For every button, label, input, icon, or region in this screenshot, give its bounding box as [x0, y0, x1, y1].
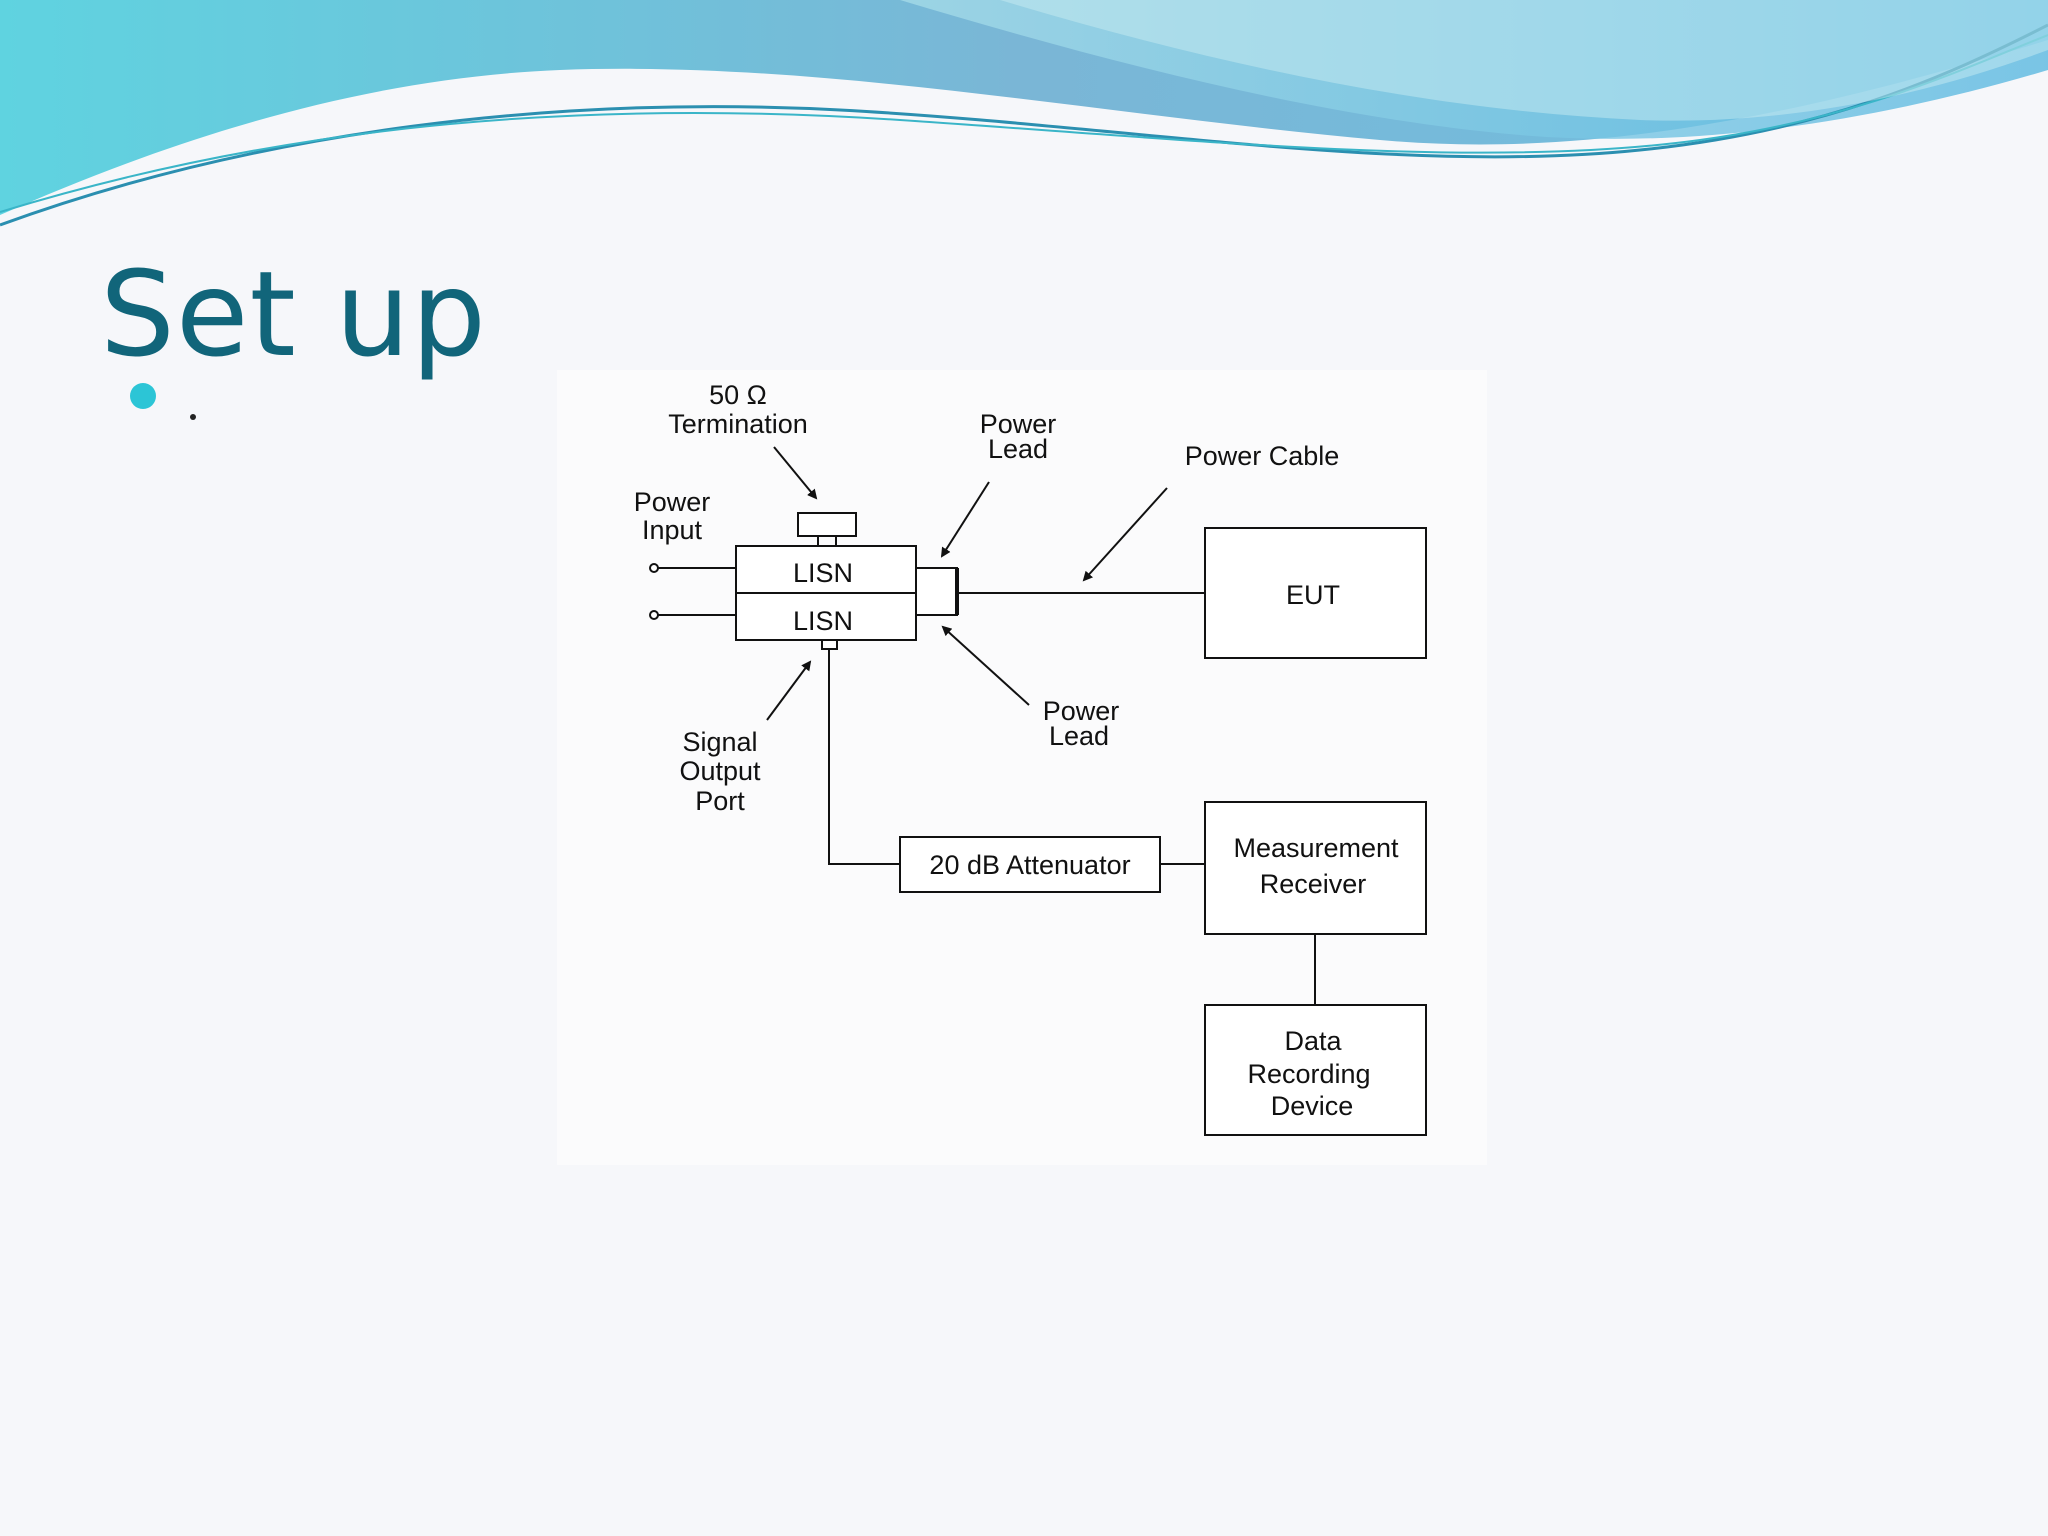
termination-arrow: [773, 446, 818, 500]
lisn-block-bottom: [735, 592, 917, 641]
eut-block: [1204, 527, 1427, 659]
power-cable-label: Power Cable: [1185, 441, 1340, 471]
measurement-receiver-block: [1204, 801, 1427, 935]
bullet-item: [188, 396, 200, 420]
power-cable-arrow: [1082, 487, 1168, 582]
termination-block: [797, 512, 857, 537]
signal-output-label-line2: Output: [679, 756, 761, 786]
power-input-terminal-bottom: [649, 610, 659, 620]
eut-label: EUT: [1286, 580, 1340, 610]
signal-output-label-line1: Signal: [682, 727, 757, 757]
lisn-bottom-label: LISN: [793, 606, 853, 636]
bullet-marker: [130, 383, 156, 409]
data-recording-device-block: [1204, 1004, 1427, 1136]
slide-title: Set up: [100, 245, 487, 383]
signal-output-connector: [821, 639, 838, 650]
diagram-canvas: 50 Ω Termination Power Input LISN LISN P…: [634, 380, 1427, 1136]
recorder-label-line1: Data: [1284, 1026, 1342, 1056]
recorder-label-line3: Device: [1271, 1091, 1354, 1121]
recorder-label-line2: Recording: [1247, 1059, 1370, 1089]
power-lead-junction: [915, 567, 957, 616]
signal-output-label-line3: Port: [695, 786, 745, 816]
receiver-label-line2: Receiver: [1260, 869, 1367, 899]
power-lead-top-label-line1: Power: [980, 409, 1057, 439]
attenuator-label: 20 dB Attenuator: [929, 850, 1130, 880]
receiver-label-line1: Measurement: [1233, 833, 1399, 863]
lisn-top-label: LISN: [793, 558, 853, 588]
signal-output-arrow: [766, 660, 812, 721]
power-lead-bottom-label-line1: Power: [1043, 696, 1120, 726]
emc-test-setup-diagram: 50 Ω Termination Power Input LISN LISN P…: [557, 370, 1487, 1165]
termination-label-line2: Termination: [668, 409, 808, 439]
power-lead-bottom-label-line2: Lead: [1049, 721, 1109, 751]
power-input-label-line2: Input: [642, 515, 703, 545]
power-input-label-line1: Power: [634, 487, 711, 517]
power-lead-top-arrow: [940, 481, 990, 558]
termination-label-line1: 50 Ω: [709, 380, 767, 410]
power-lead-bottom-arrow: [941, 625, 1030, 706]
power-input-terminal-top: [649, 563, 659, 573]
header-wave-decoration: [0, 0, 2048, 227]
power-lead-top-label-line2: Lead: [988, 434, 1048, 464]
signal-cable: [828, 649, 900, 865]
